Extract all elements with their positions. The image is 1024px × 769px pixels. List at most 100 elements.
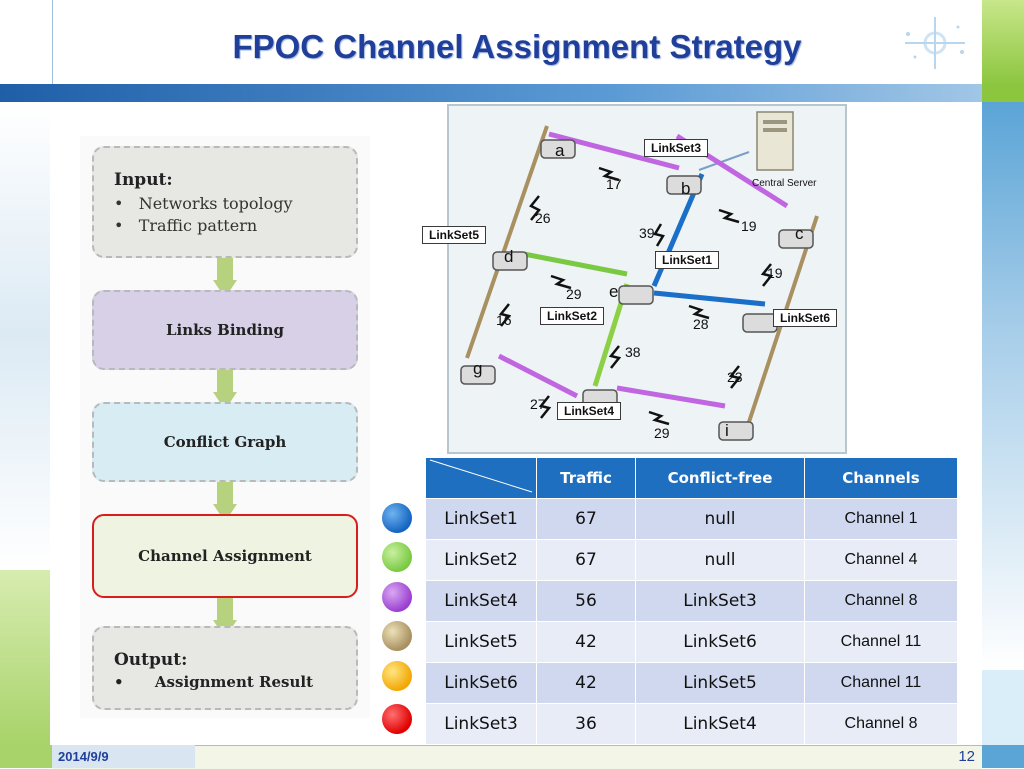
footer-right-accent bbox=[982, 745, 1024, 768]
weight-label: 27 bbox=[530, 396, 546, 412]
linkset-name-cell: LinkSet6 bbox=[425, 662, 537, 704]
weight-label: 19 bbox=[741, 218, 757, 234]
traffic-cell: 56 bbox=[536, 580, 636, 622]
central-server-label: Central Server bbox=[752, 178, 817, 189]
channel-assignment-box: Channel Assignment bbox=[92, 514, 358, 598]
linkset6-label: LinkSet6 bbox=[773, 309, 838, 327]
linkset5-color-dot bbox=[382, 621, 412, 651]
link-d-e bbox=[523, 251, 628, 277]
linkset1-label: LinkSet1 bbox=[655, 251, 720, 269]
output-item-label: Assignment Result bbox=[154, 673, 314, 691]
linkset5-label: LinkSet5 bbox=[422, 226, 487, 244]
network-diagram: Central Server a b c d e g i LinkSet3 Li… bbox=[422, 104, 847, 454]
right-decoration-light bbox=[982, 670, 1024, 745]
input-item-label: Networks topology bbox=[138, 194, 293, 213]
right-decoration-blue bbox=[982, 100, 1024, 670]
input-item-label: Traffic pattern bbox=[138, 216, 258, 235]
output-title: Output: bbox=[114, 650, 188, 670]
conflict-graph-box: Conflict Graph bbox=[92, 402, 358, 482]
weight-label: 19 bbox=[767, 265, 783, 281]
conflict-free-cell: LinkSet3 bbox=[635, 580, 805, 622]
linkset3-label: LinkSet3 bbox=[644, 139, 709, 157]
footer-left-accent bbox=[0, 745, 52, 768]
left-decoration-green bbox=[0, 570, 50, 745]
linkset-name-cell: LinkSet5 bbox=[425, 621, 537, 663]
table-row: LinkSet2 67 null Channel 4 bbox=[425, 539, 958, 581]
linkset2-label: LinkSet2 bbox=[540, 307, 605, 325]
channel-cell: Channel 8 bbox=[804, 580, 958, 622]
output-item: • Assignment Result bbox=[114, 673, 314, 691]
node-b-label: b bbox=[681, 179, 691, 198]
table-header: Traffic bbox=[536, 457, 636, 499]
table-header-row: Traffic Conflict-free Channels bbox=[425, 457, 958, 499]
weight-label: 38 bbox=[625, 344, 641, 360]
link-h-i bbox=[616, 385, 726, 409]
linkset6-color-dot bbox=[382, 661, 412, 691]
traffic-cell: 42 bbox=[536, 621, 636, 663]
linkset-name-cell: LinkSet2 bbox=[425, 539, 537, 581]
channel-assignment-label: Channel Assignment bbox=[138, 547, 312, 565]
right-decoration-green bbox=[982, 0, 1024, 85]
conflict-graph-label: Conflict Graph bbox=[163, 433, 287, 451]
linkset-name-cell: LinkSet1 bbox=[425, 498, 537, 540]
interference-icons bbox=[498, 166, 774, 426]
input-item: • Traffic pattern bbox=[114, 216, 258, 235]
server-icon bbox=[698, 111, 794, 171]
table-header-corner bbox=[425, 457, 537, 499]
weight-label: 29 bbox=[566, 286, 582, 302]
left-decoration-middle bbox=[0, 100, 50, 570]
channel-cell: Channel 11 bbox=[804, 662, 958, 704]
channel-cell: Channel 11 bbox=[804, 621, 958, 663]
node-e-label: e bbox=[609, 282, 619, 301]
node-d-label: d bbox=[504, 247, 514, 266]
linkset-name-cell: LinkSet3 bbox=[425, 703, 537, 745]
weight-label: 16 bbox=[496, 312, 512, 328]
table-header: Channels bbox=[804, 457, 958, 499]
table-header: Conflict-free bbox=[635, 457, 805, 499]
weight-label: 28 bbox=[693, 316, 709, 332]
traffic-cell: 36 bbox=[536, 703, 636, 745]
input-title: Input: bbox=[114, 170, 173, 190]
conflict-free-cell: null bbox=[635, 539, 805, 581]
table-row: LinkSet6 42 LinkSet5 Channel 11 bbox=[425, 662, 958, 704]
flowchart: Input: • Networks topology • Traffic pat… bbox=[80, 136, 370, 718]
input-item: • Networks topology bbox=[114, 194, 293, 213]
page-number: 12 bbox=[958, 748, 975, 765]
down-arrow-icon bbox=[213, 258, 237, 298]
table-row: LinkSet4 56 LinkSet3 Channel 8 bbox=[425, 580, 958, 622]
down-arrow-icon bbox=[213, 482, 237, 522]
title-underline-bar bbox=[0, 84, 1024, 102]
links-binding-box: Links Binding bbox=[92, 290, 358, 370]
link-g-h bbox=[497, 353, 579, 399]
link-a-g bbox=[465, 125, 549, 359]
links-binding-label: Links Binding bbox=[165, 321, 285, 339]
link-e-f bbox=[653, 290, 766, 307]
traffic-cell: 42 bbox=[536, 662, 636, 704]
table-row: LinkSet1 67 null Channel 1 bbox=[425, 498, 958, 540]
weight-label: 29 bbox=[654, 425, 670, 441]
node-c-label: c bbox=[795, 224, 804, 243]
linkset2-color-dot bbox=[382, 542, 412, 572]
slide-title: FPOC Channel Assignment Strategy bbox=[232, 28, 802, 65]
footer-date: 2014/9/9 bbox=[52, 745, 195, 768]
node-g-label: g bbox=[473, 359, 483, 378]
table-row: LinkSet3 36 LinkSet4 Channel 8 bbox=[425, 703, 958, 745]
conflict-free-cell: null bbox=[635, 498, 805, 540]
linkset-name-cell: LinkSet4 bbox=[425, 580, 537, 622]
conflict-free-cell: LinkSet4 bbox=[635, 703, 805, 745]
footer-bar bbox=[52, 745, 982, 769]
traffic-cell: 67 bbox=[536, 498, 636, 540]
sparkle-icon bbox=[905, 17, 965, 69]
weight-label: 23 bbox=[727, 369, 743, 385]
linkset3-color-dot bbox=[382, 704, 412, 734]
linkset4-label: LinkSet4 bbox=[557, 402, 622, 420]
left-decoration-top bbox=[0, 0, 53, 100]
down-arrow-icon bbox=[213, 370, 237, 410]
title-bar-accent bbox=[982, 84, 1024, 102]
weight-label: 17 bbox=[606, 176, 622, 192]
weight-label: 39 bbox=[639, 225, 655, 241]
conflict-free-cell: LinkSet5 bbox=[635, 662, 805, 704]
network-graphic bbox=[460, 111, 819, 441]
assignment-table: Traffic Conflict-free Channels LinkSet1 … bbox=[425, 457, 958, 745]
channel-cell: Channel 1 bbox=[804, 498, 958, 540]
